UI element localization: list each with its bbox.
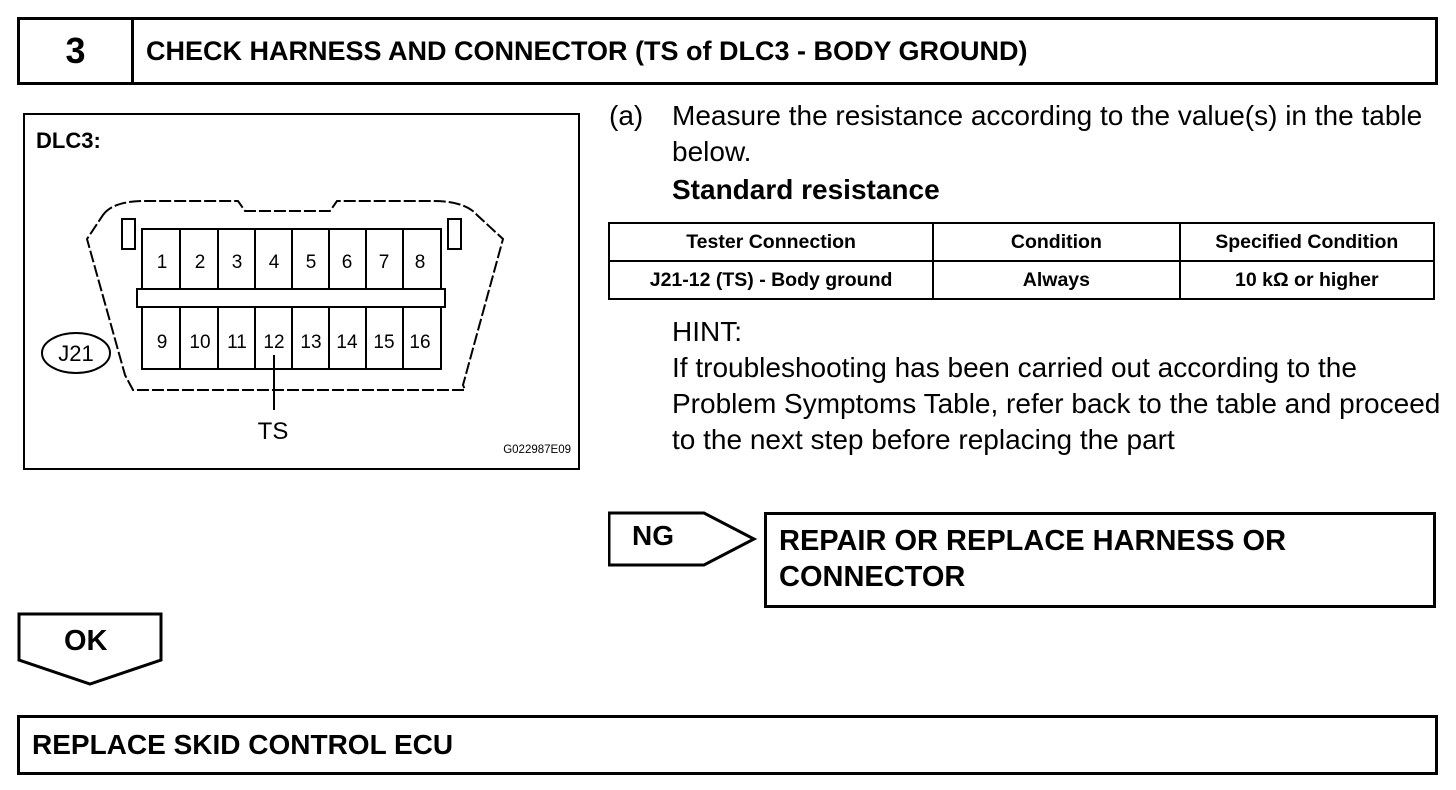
hint-text: If troubleshooting has been carried out … [672, 352, 1441, 455]
ng-arrow [608, 511, 758, 567]
step-header: 3 CHECK HARNESS AND CONNECTOR (TS of DLC… [17, 17, 1438, 85]
hint-label: HINT: [672, 316, 742, 347]
diagram-title: DLC3: [36, 128, 101, 153]
step-number: 3 [20, 20, 134, 82]
step-title: CHECK HARNESS AND CONNECTOR (TS of DLC3 … [146, 35, 1028, 66]
pin-label: 4 [269, 252, 280, 273]
ng-action-box: REPAIR OR REPLACE HARNESS OR CONNECTOR [764, 512, 1436, 608]
table-cell: J21-12 (TS) - Body ground [607, 260, 935, 300]
pin-label-ts: 12 [263, 332, 284, 353]
final-action-box: REPLACE SKID CONTROL ECU [17, 715, 1438, 775]
pin-label: 10 [189, 332, 210, 353]
pin-label: 13 [300, 332, 321, 353]
table-cell: 10 kΩ or higher [1178, 260, 1436, 300]
table-header: Condition [932, 222, 1181, 262]
table-row: J21-12 (TS) - Body ground Always 10 kΩ o… [607, 260, 1436, 300]
ts-label: TS [258, 418, 289, 445]
instruction-text: Measure the resistance according to the … [672, 100, 1423, 167]
connector-id: J21 [58, 341, 93, 366]
standard-resistance-label: Standard resistance [672, 174, 940, 205]
center-divider [136, 288, 446, 308]
dlc3-connector-drawing: 1 2 3 4 5 6 7 8 9 10 11 12 13 14 15 16 J… [36, 128, 571, 456]
ng-label: NG [632, 520, 674, 551]
left-latch [121, 218, 136, 250]
pin-label: 9 [157, 332, 168, 353]
hint: HINT: If troubleshooting has been carrie… [672, 314, 1442, 458]
connector-id-ellipse [41, 332, 111, 374]
pin-label: 3 [232, 252, 243, 273]
resistance-table: Tester Connection Condition Specified Co… [607, 222, 1436, 300]
ok-arrow [17, 612, 163, 686]
instruction-marker: (a) [609, 100, 644, 131]
pin-label: 16 [409, 332, 430, 353]
pin-label: 1 [157, 252, 168, 273]
pin-label: 11 [227, 332, 247, 353]
pin-label: 2 [195, 252, 206, 273]
dlc3-diagram: 1 2 3 4 5 6 7 8 9 10 11 12 13 14 15 16 J… [23, 113, 580, 470]
table-header-row: Tester Connection Condition Specified Co… [607, 222, 1436, 262]
connector-outline [85, 200, 505, 391]
table-cell: Always [932, 260, 1181, 300]
pin-label: 8 [415, 252, 426, 273]
right-latch [447, 218, 462, 250]
pin-label: 6 [342, 252, 353, 273]
pin-label: 7 [379, 252, 390, 273]
pin-label: 14 [336, 332, 358, 353]
figure-code: G022987E09 [503, 444, 571, 456]
ok-label: OK [64, 625, 108, 657]
table-header: Specified Condition [1178, 222, 1436, 262]
pin-label: 15 [373, 332, 394, 353]
table-header: Tester Connection [607, 222, 935, 262]
pin-label: 5 [306, 252, 317, 273]
